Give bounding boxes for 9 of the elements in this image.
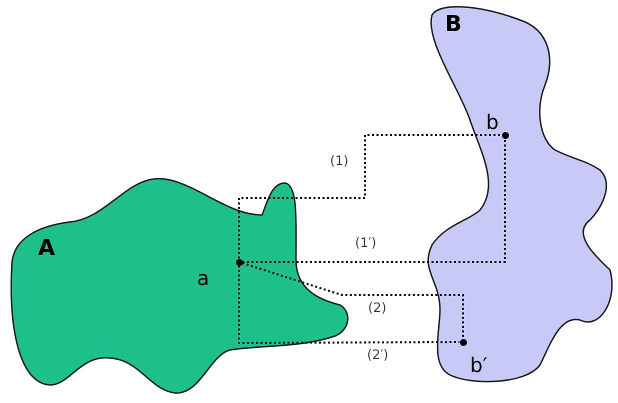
edge-label: (1) — [329, 155, 350, 168]
edge-label: (2′) — [366, 349, 390, 362]
edge-label: (1′) — [354, 237, 378, 250]
region-label: B — [445, 14, 462, 36]
point-label: a — [197, 268, 210, 288]
region-label: A — [38, 238, 56, 260]
edge-label: (2) — [367, 302, 388, 315]
point-label: b′ — [470, 355, 488, 375]
point-label: b — [486, 112, 499, 132]
